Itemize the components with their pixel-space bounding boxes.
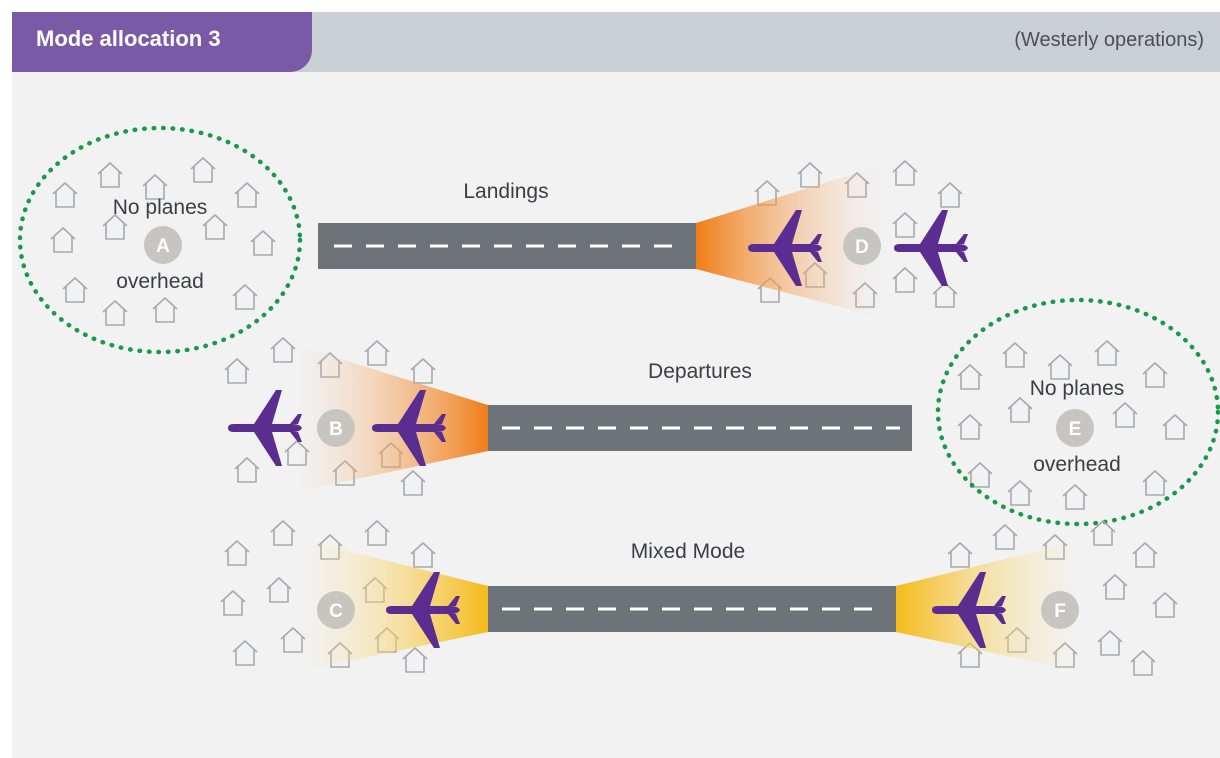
house-icon: [410, 542, 436, 568]
house-icon: [270, 520, 296, 546]
house-icon: [957, 364, 983, 390]
house-icon: [1112, 402, 1138, 428]
zone-b-flightpath: [296, 345, 488, 492]
page-title: Mode allocation 3: [36, 26, 221, 51]
plane-icon: [894, 210, 968, 286]
zone-a-text-2: overhead: [116, 270, 204, 293]
house-icon: [1162, 414, 1188, 440]
zone-f-letter: F: [1054, 601, 1066, 622]
house-icon: [224, 540, 250, 566]
house-icon: [250, 230, 276, 256]
house-icon: [957, 414, 983, 440]
house-icon: [892, 267, 918, 293]
zone-e-boundary: [935, 297, 1220, 527]
zone-c-flightpath: [296, 538, 488, 672]
house-icon: [1047, 354, 1073, 380]
zone-f-marker: [1041, 591, 1079, 629]
house-icon: [270, 337, 296, 363]
operations-subtitle: (Westerly operations): [1014, 29, 1204, 51]
house-icon: [1132, 542, 1158, 568]
departures-label: Departures: [648, 360, 752, 383]
zone-b-marker: [317, 409, 355, 447]
house-icon: [1152, 592, 1178, 618]
house-icon: [1002, 342, 1028, 368]
landings-label: Landings: [463, 180, 548, 203]
zone-b-letter: B: [329, 419, 343, 440]
house-icon: [410, 358, 436, 384]
house-icon: [402, 647, 428, 673]
house-icon: [266, 577, 292, 603]
house-icon: [234, 457, 260, 483]
zone-d-letter: D: [855, 237, 869, 258]
house-icon: [364, 520, 390, 546]
house-icon: [220, 590, 246, 616]
house-icon: [1062, 484, 1088, 510]
zone-e-text-2: overhead: [1033, 453, 1121, 476]
zone-a-boundary: [17, 125, 303, 355]
plane-icon: [228, 390, 302, 466]
house-icon: [62, 277, 88, 303]
zone-c-marker: [317, 591, 355, 629]
house-icon: [1130, 650, 1156, 676]
house-icon: [797, 162, 823, 188]
house-icon: [234, 182, 260, 208]
house-icon: [1097, 630, 1123, 656]
house-icon: [1007, 480, 1033, 506]
house-icon: [1142, 470, 1168, 496]
house-icon: [892, 160, 918, 186]
title-tab: [12, 12, 312, 72]
house-icon: [52, 182, 78, 208]
zone-e-text-1: No planes: [1030, 377, 1125, 400]
house-icon: [364, 340, 390, 366]
house-icon: [1094, 340, 1120, 366]
house-icon: [232, 640, 258, 666]
house-icon: [102, 300, 128, 326]
mixed-mode-label: Mixed Mode: [631, 540, 745, 563]
zone-d-marker: [843, 227, 881, 265]
house-icon: [1007, 397, 1033, 423]
house-icon: [992, 524, 1018, 550]
house-icon: [190, 157, 216, 183]
house-icon: [1142, 362, 1168, 388]
house-icon: [937, 182, 963, 208]
zone-c-letter: C: [329, 601, 343, 622]
zone-a-letter: A: [156, 236, 170, 257]
house-icon: [97, 162, 123, 188]
zone-e-letter: E: [1069, 419, 1082, 440]
house-icon: [400, 470, 426, 496]
zone-a-marker: [144, 226, 182, 264]
house-icon: [1102, 574, 1128, 600]
house-icon: [932, 282, 958, 308]
house-icon: [892, 212, 918, 238]
house-icon: [232, 284, 258, 310]
zone-a-text-1: No planes: [113, 196, 208, 219]
house-icon: [152, 297, 178, 323]
zone-e-marker: [1056, 409, 1094, 447]
house-icon: [50, 227, 76, 253]
house-icon: [224, 358, 250, 384]
house-icon: [947, 542, 973, 568]
